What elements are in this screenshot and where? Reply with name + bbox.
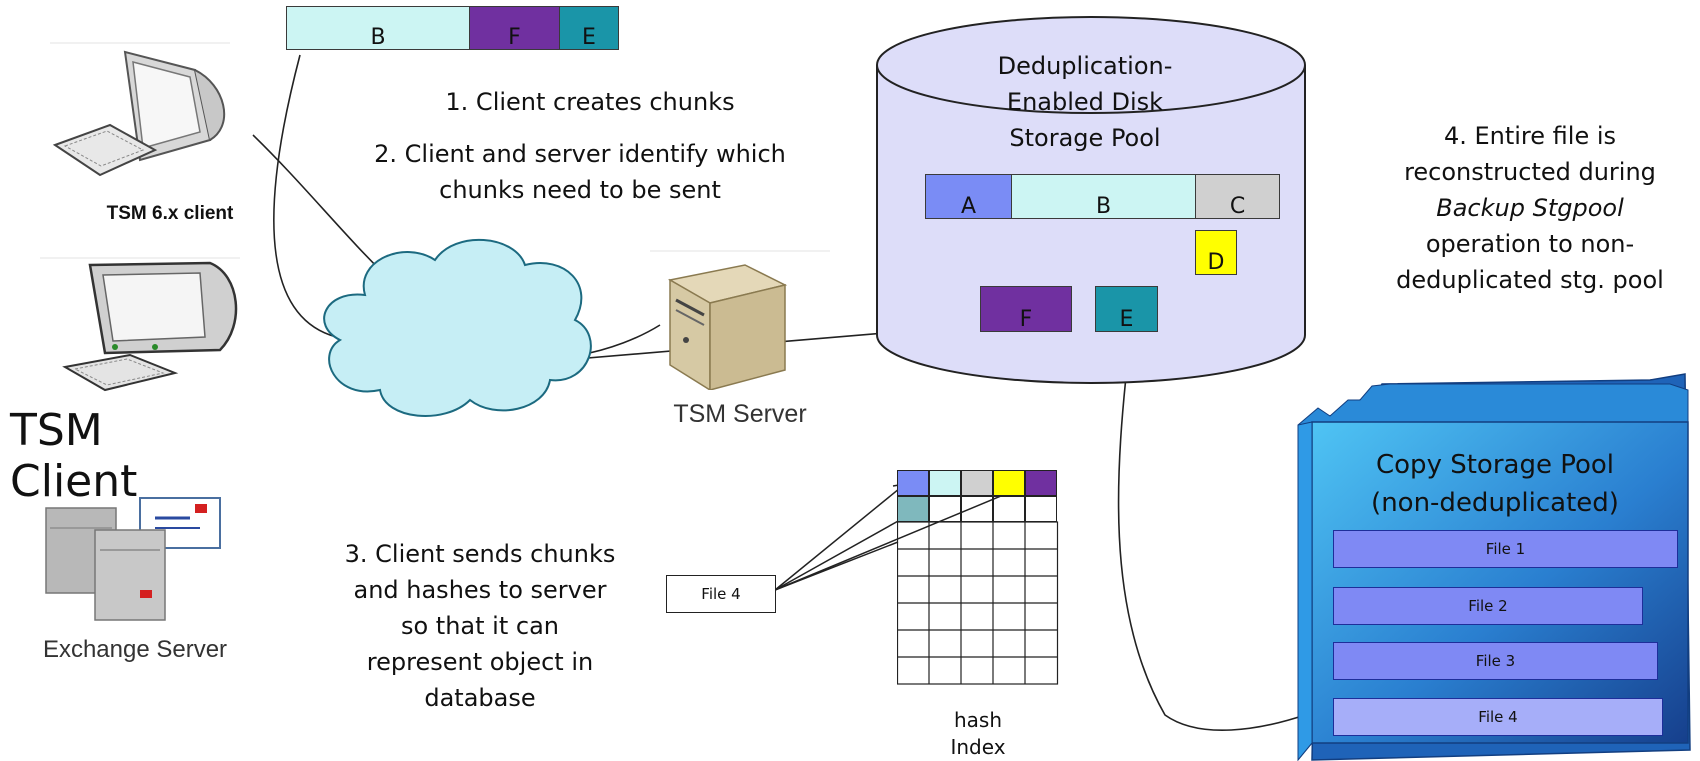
- exchange-server-icon: [45, 497, 221, 621]
- computer-icon: [40, 257, 240, 392]
- copy-pool-file-2: File 2: [1333, 587, 1643, 625]
- hash-index-label-line2: Index: [950, 735, 1006, 759]
- copy-pool-file-1: File 1: [1333, 530, 1678, 568]
- pool-chunk-c: C: [1195, 174, 1280, 219]
- step-2-text-line1: 2. Client and server identify which: [374, 140, 786, 168]
- hash-index-label-line1: hash: [953, 708, 1003, 732]
- tsm-server-icon: [650, 250, 830, 390]
- pool-to-copy-curve: [1117, 339, 1306, 731]
- client-chunk-b: B: [286, 6, 470, 50]
- copy-pool-title-line1: Copy Storage Pool: [1376, 450, 1614, 480]
- step-1-text: 1. Client creates chunks: [445, 88, 735, 116]
- file4-box: File 4: [666, 575, 776, 613]
- hash-cell-d: [993, 470, 1025, 496]
- pool-chunk-f: F: [980, 286, 1072, 332]
- step-3-text: 3. Client sends chunks and hashes to ser…: [344, 540, 616, 712]
- tsm-server-label: TSM Server: [673, 400, 807, 428]
- file4-to-hash-arrows: [774, 482, 1028, 591]
- client-chunk-f: F: [469, 6, 560, 50]
- hash-cell-f: [1025, 470, 1057, 496]
- tsm6-client-label: TSM 6.x client: [106, 203, 234, 224]
- step-4-text: 4. Entire file is reconstructed during B…: [1396, 122, 1664, 294]
- pool-chunk-e: E: [1095, 286, 1158, 332]
- dedup-pool-title: Deduplication- Enabled Disk Storage Pool: [997, 52, 1173, 152]
- copy-pool-title-line2: (non-deduplicated): [1371, 488, 1619, 518]
- pool-chunk-a: A: [925, 174, 1012, 219]
- copy-pool-file-4: File 4: [1333, 698, 1663, 736]
- exchange-server-label: Exchange Server: [42, 636, 228, 663]
- hash-cell-a: [897, 470, 929, 496]
- tsm-client-label: TSM Client: [10, 405, 138, 507]
- hash-cell-c: [961, 470, 993, 496]
- hash-cell-b: [929, 470, 961, 496]
- copy-pool-file-3: File 3: [1333, 642, 1658, 680]
- pool-chunk-b: B: [1011, 174, 1196, 219]
- client-chunk-e: E: [559, 6, 619, 50]
- network-cloud: [323, 239, 592, 417]
- computer-icon: [50, 42, 230, 177]
- hash-index-grid: [897, 470, 1059, 686]
- pool-chunk-d: D: [1195, 230, 1237, 275]
- hash-grid-lines: [897, 521, 1059, 685]
- step-2-text-line2: chunks need to be sent: [439, 176, 721, 204]
